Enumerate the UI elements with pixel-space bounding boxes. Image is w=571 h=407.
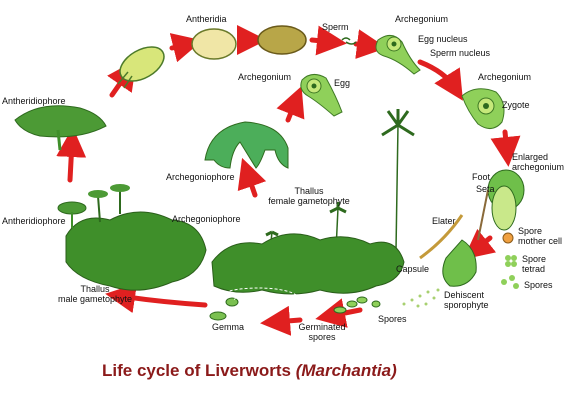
label-archegoniophore-left: Archegoniophore bbox=[166, 172, 235, 182]
spore-mother-cell bbox=[502, 232, 514, 244]
arrow-sperm-to-archegonium bbox=[353, 29, 387, 60]
antheridium-dark bbox=[257, 25, 307, 55]
sporophyte bbox=[477, 169, 525, 241]
elater-strand bbox=[419, 214, 464, 260]
label-germinated-spores: Germinated spores bbox=[298, 322, 346, 342]
arrow-spores-to-germinated bbox=[315, 298, 363, 328]
diagram-title: Life cycle of Liverworts (Marchantia) bbox=[102, 361, 397, 381]
arrow-sporophyte-to-spores bbox=[463, 228, 497, 260]
antheridium-mature bbox=[191, 28, 237, 60]
title-main: Life cycle of Liverworts bbox=[102, 361, 296, 380]
male-thallus bbox=[65, 184, 207, 291]
arrow-to-enlarged-archegonium bbox=[490, 129, 521, 167]
archegoniophore-stalks bbox=[265, 109, 415, 253]
label-spores-right: Spores bbox=[524, 280, 553, 290]
label-gemma: Gemma bbox=[212, 322, 245, 332]
arrow-germinated-to-gemma bbox=[260, 305, 303, 336]
cycle-arrows bbox=[56, 25, 521, 336]
antheridiophore-small bbox=[57, 201, 87, 228]
label-sperm: Sperm bbox=[322, 22, 349, 32]
label-enlarged-archegonium: Enlarged archegonium bbox=[512, 152, 565, 172]
arrow-to-fertilized-archegonium bbox=[417, 59, 463, 101]
label-spores-bottom: Spores bbox=[378, 314, 407, 324]
label-antheridiophore-bottom: Antheridiophore bbox=[2, 216, 66, 226]
arrow-antheridium-to-antheridia bbox=[169, 33, 203, 63]
label-antheridia: Antheridia bbox=[186, 14, 227, 24]
antheridium-cell bbox=[117, 46, 165, 89]
germinated-spores bbox=[333, 296, 381, 314]
arrow-to-sperm bbox=[309, 25, 347, 56]
archegonium-zygote bbox=[461, 88, 505, 129]
label-antheridiophore-top: Antheridiophore bbox=[2, 96, 66, 106]
arrow-thallus-to-archegoniophore bbox=[237, 157, 267, 198]
label-egg-nucleus: Egg nucleus bbox=[418, 34, 468, 44]
label-asexual-cycle: Asexual cycle bbox=[234, 295, 277, 302]
label-elater: Elater bbox=[432, 216, 456, 226]
spores-cluster-right bbox=[501, 275, 519, 289]
title-italic: (Marchantia) bbox=[295, 361, 397, 380]
dispersed-spores bbox=[402, 288, 440, 308]
label-archegonium-top: Archegonium bbox=[395, 14, 449, 24]
asexual-cycle-ring bbox=[217, 287, 299, 309]
arrow-male-thallus-to-antheridiophore bbox=[56, 127, 87, 183]
label-sperm-nucleus: Sperm nucleus bbox=[430, 48, 491, 58]
label-zygote: Zygote bbox=[502, 100, 530, 110]
spore-tetrad bbox=[505, 255, 517, 267]
capsule bbox=[442, 239, 477, 287]
archegoniophore-umbrella bbox=[204, 121, 289, 169]
sperm-cell bbox=[341, 37, 357, 45]
label-foot: Foot bbox=[472, 172, 491, 182]
label-archegoniophore-mid: Archegoniophore bbox=[172, 214, 241, 224]
label-seta: Seta bbox=[476, 184, 495, 194]
gemma-cells bbox=[209, 297, 239, 321]
label-egg: Egg bbox=[334, 78, 351, 88]
label-archegonium-right: Archegonium bbox=[478, 72, 532, 82]
archegonium-with-sperm bbox=[375, 35, 421, 75]
label-dehiscent-sporophyte: Dehiscent sporophyte bbox=[444, 290, 489, 310]
label-thallus-female: Thallus female gametophyte bbox=[268, 186, 350, 206]
label-spore-mother-cell: Spore mother cell bbox=[518, 226, 563, 246]
label-spore-tetrad: Spore tetrad bbox=[522, 254, 547, 274]
antheridiophore-umbrella bbox=[14, 105, 107, 151]
female-thallus bbox=[211, 233, 405, 295]
label-thallus-male: Thallus male gametophyte bbox=[57, 284, 133, 304]
archegonium-egg bbox=[300, 74, 343, 117]
label-archegonium-mid: Archegonium bbox=[238, 72, 292, 82]
label-capsule: Capsule bbox=[396, 264, 430, 274]
arrow-gemma-to-male-thallus bbox=[105, 283, 208, 314]
arrow-archegoniophore-to-archegonium bbox=[276, 86, 305, 123]
